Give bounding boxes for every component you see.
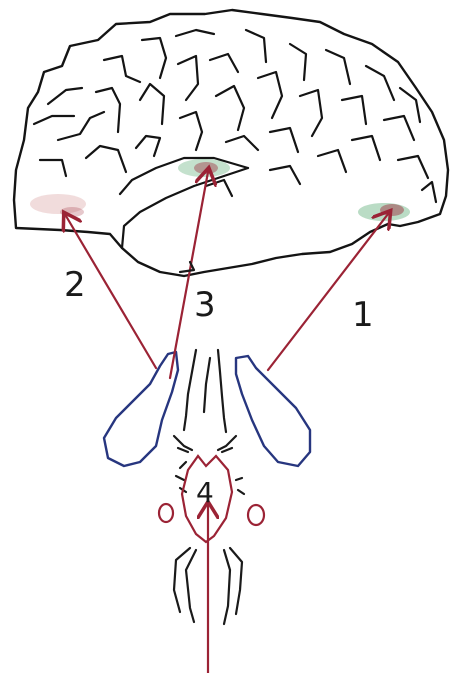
olfactory-bulbs <box>104 352 310 466</box>
activation-areas <box>30 159 410 221</box>
right-olfactory-bulb <box>236 356 310 466</box>
label-three: 3 <box>194 285 216 325</box>
left-olfactory-bulb <box>104 352 178 466</box>
right-nucleus <box>248 505 264 525</box>
label-two: 2 <box>64 265 86 305</box>
label-one: 1 <box>352 295 374 335</box>
crossing-marker <box>180 262 194 272</box>
sulci <box>34 30 436 202</box>
temporal-lobe-fissure <box>122 168 248 248</box>
label-four: 4 <box>196 476 214 509</box>
arrow-to-orbitofrontal <box>268 214 388 370</box>
left-nucleus <box>159 504 173 522</box>
